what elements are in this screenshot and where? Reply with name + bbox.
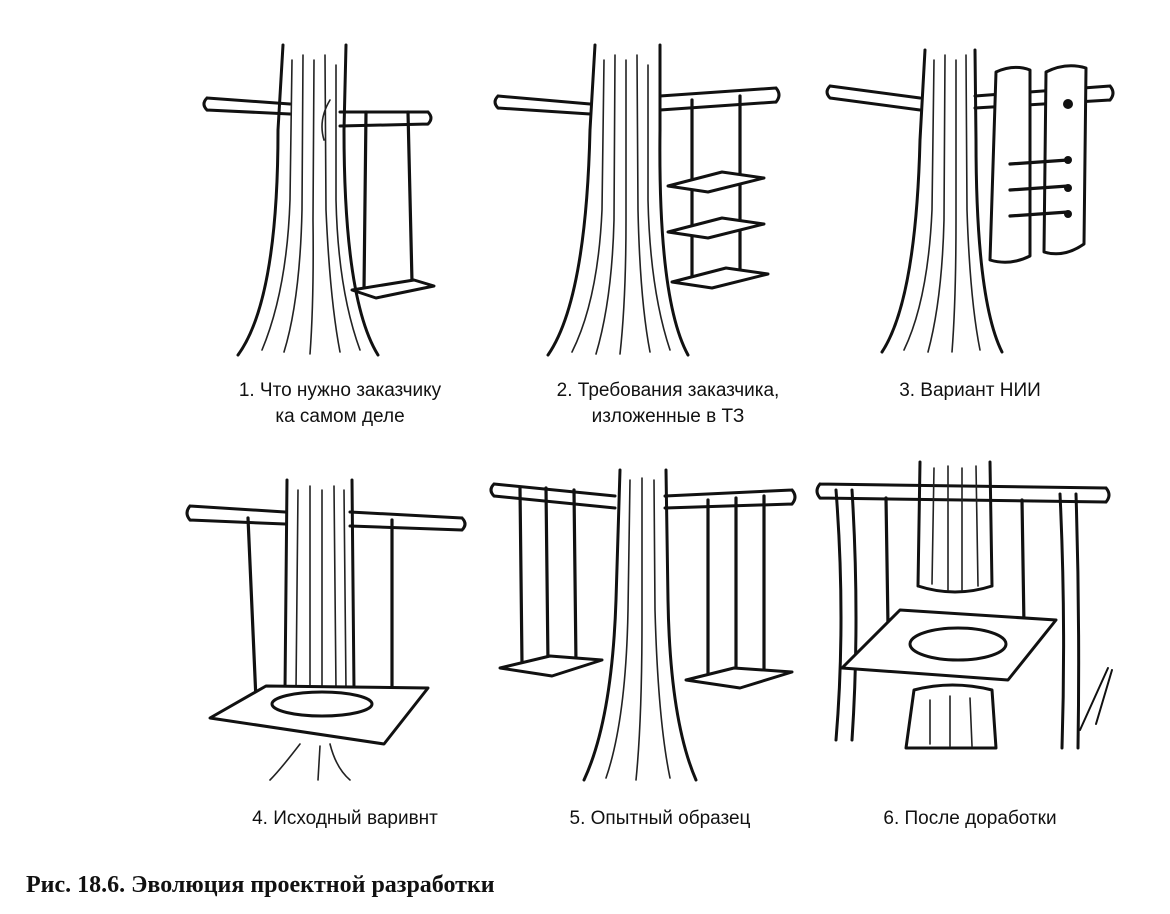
panel-4-caption: 4. Исходный варивнт (252, 808, 438, 829)
panel-6-caption: 6. После доработки (883, 808, 1057, 829)
panel-2-caption: 2. Требования заказчика, изложенные в ТЗ (556, 380, 780, 427)
panel-5-caption: 5. Опытный образец (569, 808, 751, 829)
panel-3-caption: 3. Вариант НИИ (899, 380, 1041, 401)
panel-1-caption: 1. Что нужно заказчику ка самом деле (238, 380, 442, 427)
figure-caption: Рис. 18.6. Эволюция проектной разработки (26, 872, 495, 898)
